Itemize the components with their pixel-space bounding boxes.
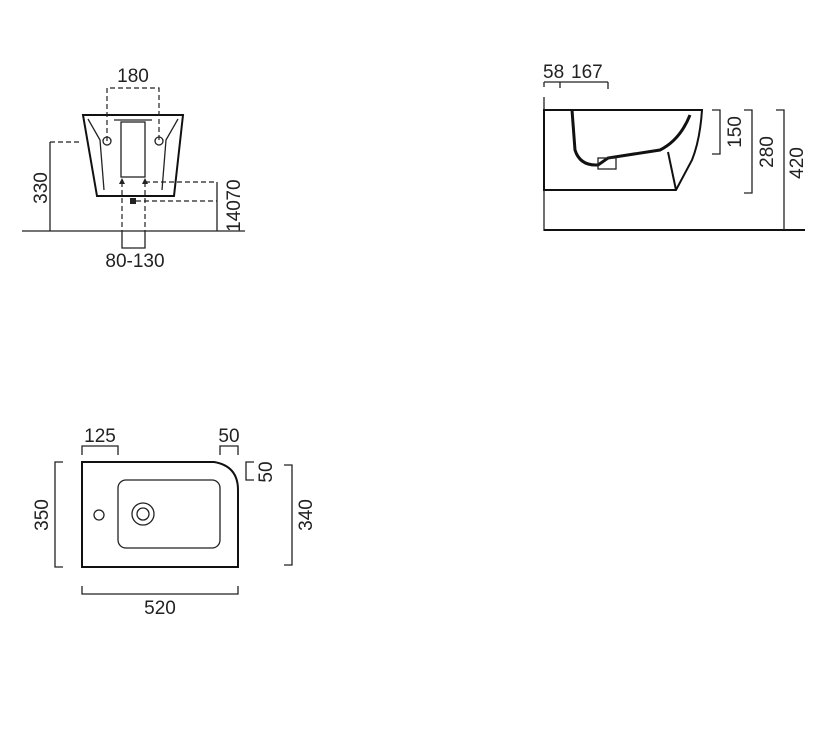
front-view: 180 330 70 140 80-130 — [22, 66, 245, 272]
side-view: 58 167 150 280 420 — [543, 62, 808, 231]
dim-label-125: 125 — [84, 426, 116, 447]
dim-label-140: 140 — [224, 200, 245, 232]
plan-view: 125 50 50 350 340 520 — [32, 426, 317, 619]
dim-58-167-lines — [543, 81, 609, 89]
dim-180 — [106, 87, 160, 141]
dim-label-80-130: 80-130 — [105, 251, 164, 272]
dim-150-bracket — [712, 109, 721, 155]
bidet-side-outline — [543, 109, 704, 191]
dim-label-520: 520 — [144, 598, 176, 619]
drain-section — [597, 157, 617, 170]
front-center-recess — [120, 121, 146, 178]
dim-50-x-bracket — [219, 445, 239, 455]
basin-outline — [117, 479, 221, 549]
drain-inner — [136, 507, 150, 521]
dim-label-70: 70 — [224, 179, 245, 200]
dim-label-50-x: 50 — [218, 426, 239, 447]
dim-label-58: 58 — [543, 62, 564, 83]
dim-label-340: 340 — [296, 499, 317, 531]
dim-label-350: 350 — [32, 499, 53, 531]
front-inner-contour — [87, 118, 179, 191]
dim-label-330: 330 — [31, 172, 52, 204]
dim-label-280: 280 — [757, 136, 778, 168]
dim-label-420: 420 — [787, 147, 808, 179]
dim-280-bracket — [744, 109, 753, 194]
dim-340-bracket — [284, 464, 293, 566]
dim-420-bracket — [776, 109, 785, 230]
bidet-plan-outline — [81, 461, 239, 568]
dim-125-bracket — [81, 445, 119, 455]
bidet-front-outline — [81, 114, 185, 197]
drain-outlet-icon — [130, 198, 136, 204]
dim-label-150: 150 — [725, 116, 746, 148]
dim-label-167: 167 — [571, 62, 603, 83]
dim-50-y-bracket — [245, 461, 254, 481]
drain-icon — [131, 502, 155, 526]
dim-520-bracket — [81, 586, 239, 595]
front-dim-lines — [121, 182, 218, 249]
dim-label-180: 180 — [117, 66, 149, 87]
bowl-section — [570, 109, 692, 167]
dim-350-bracket — [54, 461, 63, 568]
tap-hole-icon — [93, 509, 105, 521]
dim-label-50-y: 50 — [256, 461, 277, 482]
side-foot-line — [667, 151, 677, 191]
front-dim-dashes — [121, 181, 217, 231]
